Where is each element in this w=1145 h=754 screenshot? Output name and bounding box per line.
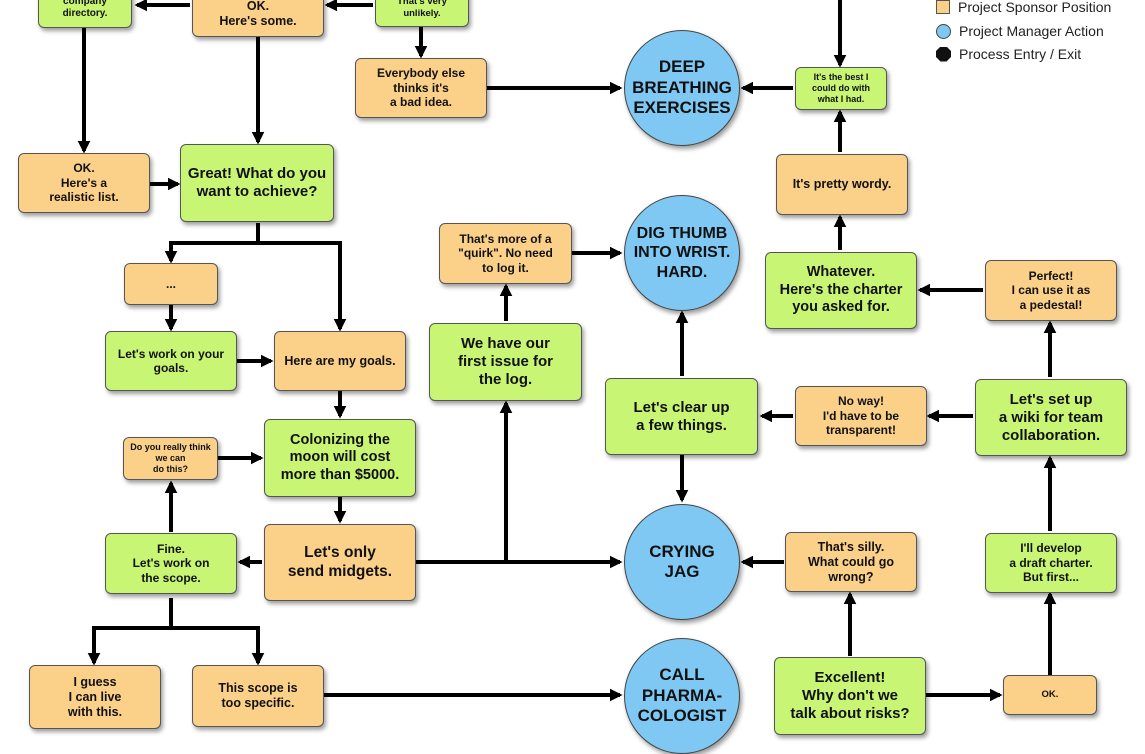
node-work-on-goals: Let's work on your goals.	[105, 331, 237, 391]
node-call-pharma: CALL PHARMA- COLOGIST	[624, 638, 740, 754]
node-thats-very-unlikely: That's very unlikely.	[375, 0, 469, 27]
process-entry-exit-icon	[936, 46, 951, 62]
node-draft-charter: I'll develop a draft charter. But first.…	[985, 533, 1117, 593]
legend: Project Sponsor Position Project Manager…	[936, 0, 1145, 66]
node-first-issue: We have our first issue for the log.	[429, 323, 582, 401]
node-fine-scope: Fine. Let's work on the scope.	[105, 533, 237, 594]
node-company-directory: company directory.	[38, 0, 132, 28]
node-best-i-could-do: It's the best I could do with what I had…	[795, 67, 887, 110]
node-scope-specific: This scope is too specific.	[192, 665, 324, 727]
sponsor-swatch-icon	[936, 0, 950, 14]
flowchart-connectors	[77, 0, 1057, 702]
node-really-think: Do you really think we can do this?	[123, 437, 218, 480]
node-whatever-charter: Whatever. Here's the charter you asked f…	[765, 252, 917, 329]
node-ok-small: OK.	[1003, 675, 1097, 715]
node-send-midgets: Let's only send midgets.	[264, 524, 416, 601]
node-ok-realistic-list: OK. Here's a realistic list.	[18, 153, 150, 213]
node-ok-heres-some: OK. Here's some.	[192, 0, 324, 37]
connector	[258, 241, 347, 332]
node-everybody-else: Everybody else thinks it's a bad idea.	[355, 58, 487, 118]
connector	[171, 626, 265, 666]
node-dig-thumb: DIG THUMB INTO WRIST. HARD.	[624, 195, 740, 311]
legend-sponsor: Project Sponsor Position	[936, 0, 1111, 17]
node-deep-breathing: DEEP BREATHING EXERCISES	[624, 30, 740, 146]
node-pretty-wordy: It's pretty wordy.	[776, 154, 908, 215]
legend-sponsor-label: Project Sponsor Position	[958, 0, 1112, 15]
node-excellent-risks: Excellent! Why don't we talk about risks…	[774, 657, 926, 735]
node-ellipsis: ...	[124, 263, 218, 305]
node-wiki: Let's set up a wiki for team collaborati…	[975, 379, 1127, 456]
connector	[164, 223, 260, 264]
node-here-are-goals: Here are my goals.	[274, 331, 406, 391]
legend-process-label: Process Entry / Exit	[959, 46, 1082, 62]
flowchart-canvas: company directory. OK. Here's some. That…	[18, 0, 1145, 754]
node-thats-silly: That's silly. What could go wrong?	[785, 532, 917, 592]
pm-action-swatch-icon	[936, 23, 951, 39]
node-clear-up: Let's clear up a few things.	[605, 378, 758, 455]
node-colonizing-moon: Colonizing the moon will cost more than …	[264, 419, 416, 497]
node-guess-live: I guess I can live with this.	[29, 665, 161, 729]
node-crying-jag: CRYING JAG	[624, 504, 740, 620]
connector	[87, 598, 173, 666]
legend-pm-label: Project Manager Action	[959, 23, 1104, 39]
node-perfect-pedestal: Perfect! I can use it as a pedestal!	[985, 260, 1117, 321]
legend-pm: Project Manager Action	[936, 21, 1104, 41]
node-quirk: That's more of a "quirk". No need to log…	[439, 223, 572, 284]
node-no-way: No way! I'd have to be transparent!	[795, 386, 927, 446]
legend-process: Process Entry / Exit	[936, 44, 1081, 64]
node-great-achieve: Great! What do you want to achieve?	[180, 144, 334, 222]
